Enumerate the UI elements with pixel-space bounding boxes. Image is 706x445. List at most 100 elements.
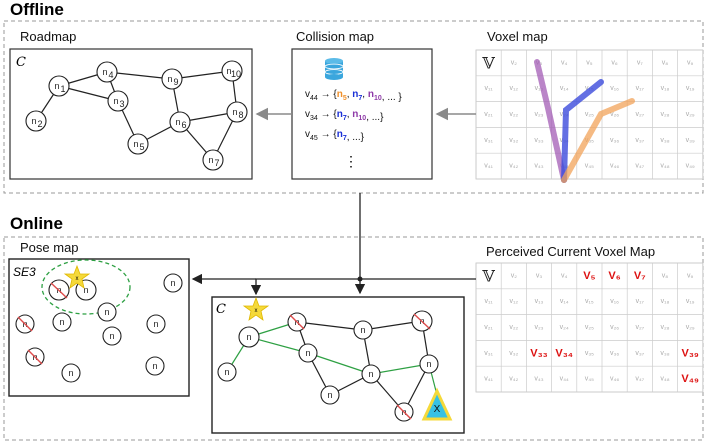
voxel-cell: v₃₃: [534, 137, 543, 144]
svg-text:n: n: [232, 107, 237, 117]
voxel-cell: v₄₇: [635, 163, 644, 170]
voxel-cell: v₁₄: [560, 85, 569, 92]
svg-text:2: 2: [37, 119, 42, 129]
svg-text:7: 7: [214, 158, 219, 168]
voxel-cell: v₃: [536, 272, 543, 279]
voxel-cell: v₃₅: [585, 350, 594, 357]
svg-text:n: n: [246, 332, 251, 342]
voxel-cell: v₂: [511, 59, 518, 66]
voxel-cell: v₂₄: [560, 324, 569, 331]
voxel-cell: v₄: [561, 59, 568, 66]
planner-space-label: C: [216, 302, 226, 317]
voxel-cell: v₂₅: [585, 324, 594, 331]
svg-text:10: 10: [231, 69, 241, 79]
svg-text:n: n: [153, 319, 158, 329]
voxel-cell: v₄₂: [509, 376, 518, 383]
svg-text:n: n: [360, 325, 365, 335]
svg-text:n: n: [113, 96, 118, 106]
voxel-cell: v₂₉: [686, 111, 695, 118]
goal-star-icon: x: [63, 264, 91, 289]
svg-text:n: n: [175, 117, 180, 127]
voxel-cell: v₄: [561, 272, 568, 279]
collision-map-row: v44 → {n5, n7, n10, ... }: [305, 89, 402, 103]
pose-map-title: Pose map: [20, 240, 79, 255]
voxel-cell: v₃₂: [509, 350, 518, 357]
voxel-cell: v₃₈: [660, 350, 669, 357]
database-icon: [324, 58, 344, 80]
perceived-map-title: Perceived Current Voxel Map: [486, 244, 655, 259]
collision-map-ellipsis: ⋮: [344, 153, 358, 169]
collision-map-row: v45 → {n7, ...}: [305, 129, 365, 143]
arrow-junction-dot: [357, 276, 363, 282]
voxel-cell: v₁₇: [636, 85, 645, 92]
voxel-cell-occupied: V₇: [634, 270, 646, 282]
voxel-cell: v₁₁: [484, 298, 493, 305]
voxel-cell: v₉: [687, 59, 694, 66]
svg-text:n: n: [68, 368, 73, 378]
voxel-cell: v₂₉: [686, 324, 695, 331]
offline-section-title: Offline: [10, 0, 64, 19]
svg-text:n: n: [226, 66, 231, 76]
voxel-cell: v₈: [662, 272, 669, 279]
voxel-cell: v₁₆: [610, 298, 619, 305]
svg-text:n: n: [167, 74, 172, 84]
voxel-cell: v₁₇: [636, 298, 645, 305]
voxel-cell: v₁₈: [661, 85, 670, 92]
voxel-cell: v₂₃: [534, 111, 543, 118]
voxel-cell: v₈: [662, 59, 669, 66]
voxel-cell: v₂₇: [635, 324, 644, 331]
voxel-cell: v₂₇: [635, 111, 644, 118]
pose-goal-label: x: [76, 276, 79, 282]
voxel-cell: v₄₄: [560, 376, 569, 383]
voxel-cell: v₁₂: [510, 298, 519, 305]
svg-text:n: n: [59, 317, 64, 327]
svg-text:5: 5: [139, 142, 144, 152]
pose-map-box: [8, 258, 190, 397]
svg-text:n: n: [83, 285, 88, 295]
svg-text:n: n: [208, 155, 213, 165]
svg-text:8: 8: [238, 110, 243, 120]
voxel-cell: v₁₉: [686, 298, 695, 305]
svg-text:n: n: [224, 367, 229, 377]
voxel-cell: v₄₅: [585, 163, 594, 170]
voxel-cell: v₄₆: [610, 376, 619, 383]
voxel-cell: v₂₁: [484, 324, 493, 331]
voxel-cell-occupied: V₃₃: [530, 347, 548, 359]
voxel-set-symbol: 𝕍: [481, 266, 495, 285]
voxel-cell-occupied: V₆: [608, 270, 620, 282]
svg-text:3: 3: [119, 99, 124, 109]
voxel-cell: v₂₈: [660, 324, 669, 331]
voxel-cell: v₁₃: [535, 298, 544, 305]
planner-goal-label: x: [255, 308, 258, 314]
svg-text:n: n: [305, 348, 310, 358]
roadmap-space-label: C: [16, 55, 26, 70]
start-triangle-icon: X: [421, 387, 453, 421]
voxel-cell: v₄₃: [534, 376, 543, 383]
voxel-cell: v₁₅: [585, 298, 594, 305]
pose-map-goal-region: [41, 259, 131, 315]
voxel-cell: v₃₆: [610, 137, 619, 144]
svg-text:9: 9: [173, 77, 178, 87]
voxel-cell: v₃₁: [484, 137, 493, 144]
collision-map-row: v34 → {n7, n10, ...}: [305, 109, 384, 123]
planner-nodes: n n n n n n n n n n: [217, 310, 439, 422]
svg-text:n: n: [54, 81, 59, 91]
svg-text:n: n: [170, 278, 175, 288]
planner-box: [211, 296, 465, 434]
voxel-cell: v₂₃: [534, 324, 543, 331]
planner-goal-star-icon: x: [242, 296, 270, 321]
voxel-cell: v₃₇: [635, 350, 644, 357]
voxel-cell: v₄₂: [509, 163, 518, 170]
voxel-cell: v₂₂: [509, 324, 518, 331]
voxel-map-title: Voxel map: [487, 29, 548, 44]
